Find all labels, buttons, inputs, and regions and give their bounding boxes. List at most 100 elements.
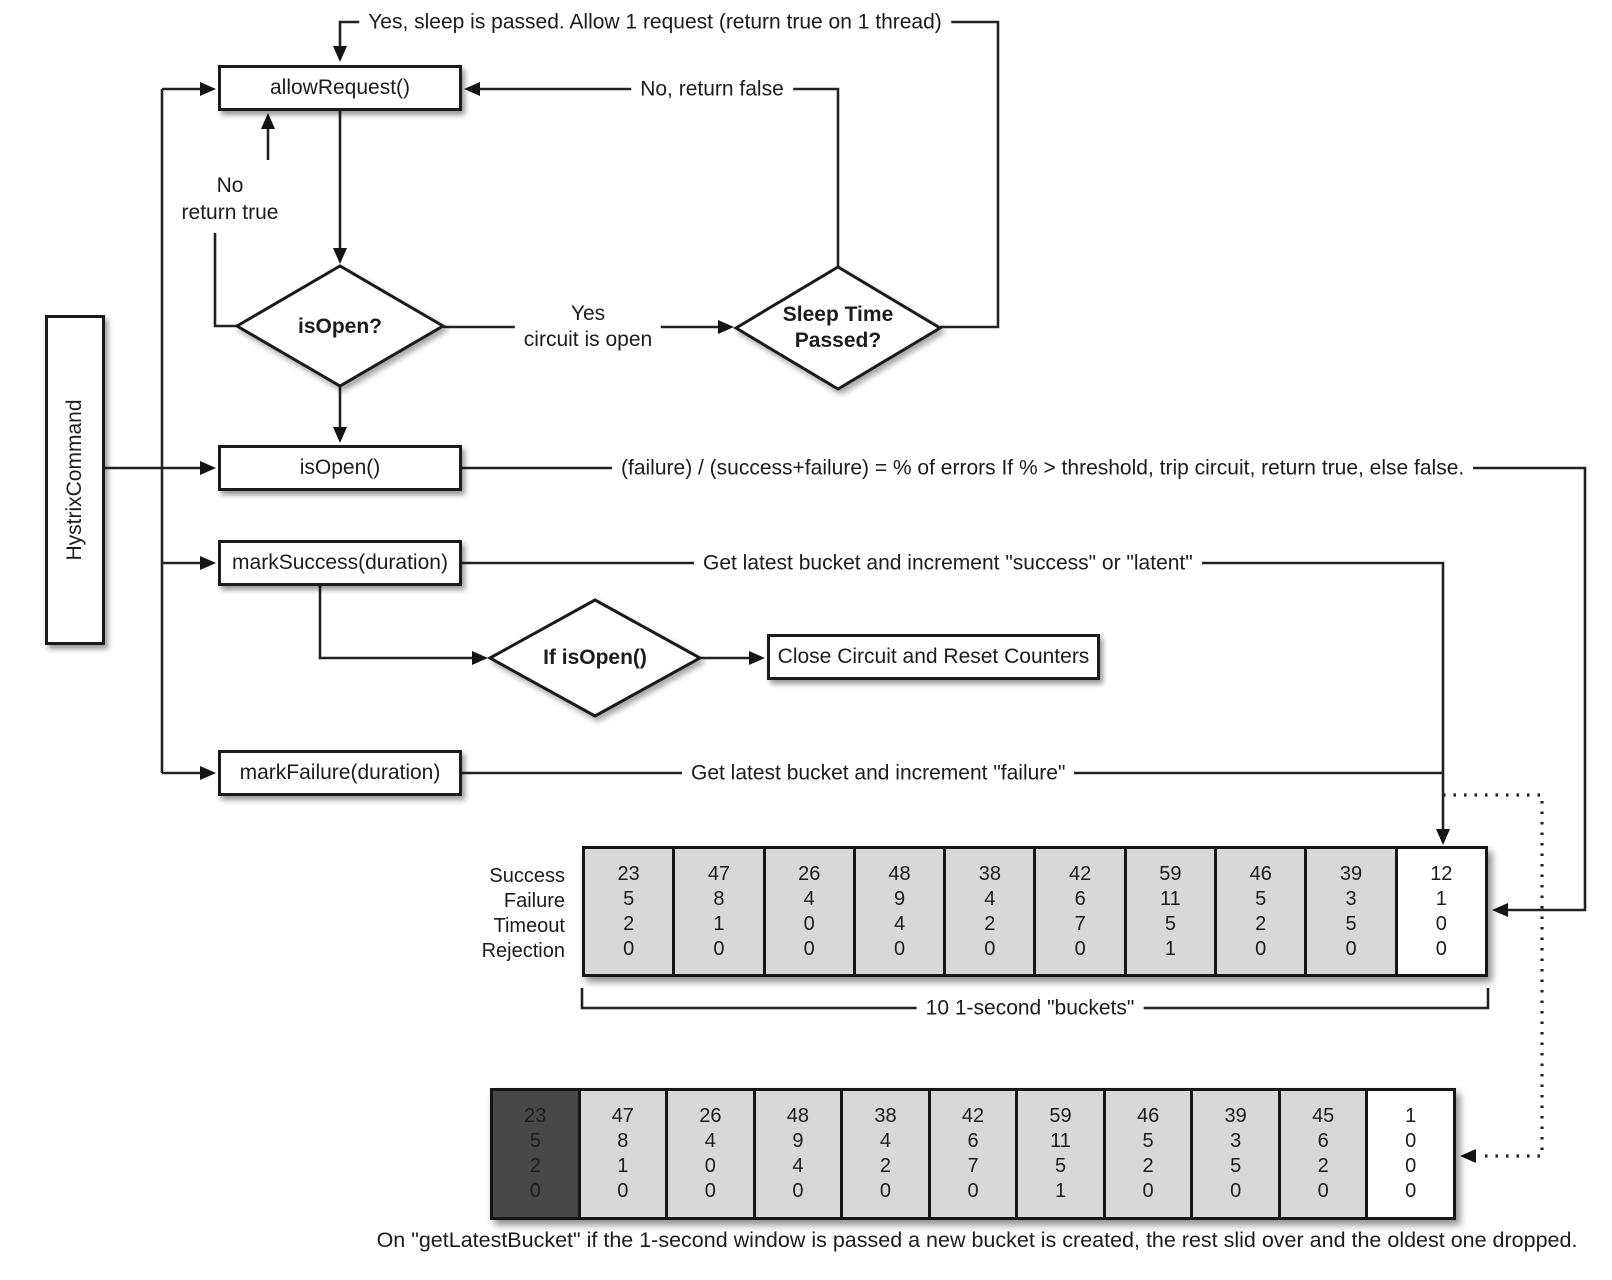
bucket-value: 9 bbox=[792, 1130, 804, 1152]
arrow-into-isopen-fn bbox=[200, 461, 216, 475]
bucket-value: 0 bbox=[1345, 937, 1357, 960]
bucket-value: 2 bbox=[623, 912, 635, 935]
bucket-value: 11 bbox=[1050, 1130, 1071, 1152]
arrow-into-latest-bucket bbox=[1436, 829, 1450, 845]
bucket-value: 45 bbox=[1312, 1105, 1335, 1127]
bucket-value: 5 bbox=[1142, 1130, 1154, 1152]
bucket-value: 2 bbox=[529, 1155, 541, 1177]
bucket-value: 5 bbox=[623, 887, 635, 910]
bucket-value: 1 bbox=[1405, 1105, 1417, 1127]
mark-success-box: markSuccess(duration) bbox=[218, 540, 462, 586]
bucket-value: 39 bbox=[1339, 862, 1363, 885]
bucket-value: 0 bbox=[893, 937, 906, 960]
arrow-return-true-up bbox=[261, 113, 275, 129]
bucket-value: 4 bbox=[984, 887, 996, 910]
bucket-cell: 23 5 2 0 bbox=[493, 1091, 578, 1217]
arrow-into-close-circuit bbox=[749, 651, 765, 665]
bucket-value: 5 bbox=[529, 1130, 541, 1152]
mark-failure-label: markFailure(duration) bbox=[239, 761, 441, 784]
bucket-value: 0 bbox=[1255, 937, 1267, 960]
arrow-into-allowrequest-top bbox=[333, 46, 347, 62]
bucket-value: 5 bbox=[1230, 1155, 1242, 1177]
mark-success-note: Get latest bucket and increment "success… bbox=[694, 547, 1202, 579]
metric-row-label: Rejection bbox=[481, 940, 565, 962]
allow-request-box: allowRequest() bbox=[218, 65, 462, 111]
bucket-value: 38 bbox=[874, 1105, 897, 1127]
bucket-value: 4 bbox=[792, 1155, 804, 1177]
bucket-value: 0 bbox=[1405, 1155, 1417, 1177]
bucket-value: 59 bbox=[1049, 1105, 1072, 1127]
bucket-value: 0 bbox=[623, 937, 635, 960]
arrow-into-markfailure bbox=[200, 766, 216, 780]
metric-row-label: Success bbox=[489, 865, 565, 887]
arrow-feedback-into-window bbox=[1492, 903, 1508, 917]
bucket-value: 42 bbox=[1069, 862, 1092, 885]
bucket-value: 3 bbox=[1345, 887, 1357, 910]
sleep-yes-label: Yes, sleep is passed. Allow 1 request (r… bbox=[359, 6, 951, 38]
arrow-into-sleep-decision bbox=[718, 320, 734, 334]
bucket-value: 6 bbox=[967, 1130, 979, 1152]
bucket-value: 0 bbox=[1142, 1180, 1154, 1202]
arrow-dotted-into-new-bucket bbox=[1460, 1149, 1476, 1163]
isopen-decision-diamond bbox=[234, 264, 446, 388]
bucket-value: 46 bbox=[1136, 1105, 1160, 1127]
bucket-value: 0 bbox=[803, 912, 815, 935]
isopen-fn-note: (failure) / (success+failure) = % of err… bbox=[612, 452, 1474, 484]
bucket-value: 8 bbox=[617, 1130, 629, 1152]
isopen-no-label: No return true bbox=[181, 174, 279, 224]
isopen-yes-label: Yes circuit is open bbox=[514, 298, 662, 356]
bucket-cell: 1 0 0 0 bbox=[1365, 1091, 1454, 1217]
bucket-value: 48 bbox=[786, 1105, 810, 1127]
arrow-into-isopen-fn-top bbox=[333, 427, 347, 443]
bucket-value: 23 bbox=[524, 1105, 547, 1127]
mark-failure-box: markFailure(duration) bbox=[218, 750, 462, 796]
bucket-value: 0 bbox=[1435, 937, 1447, 960]
hystrix-command-box: HystrixCommand bbox=[45, 315, 105, 645]
metric-row-label: Timeout bbox=[493, 915, 565, 937]
arrow-into-marksuccess bbox=[200, 556, 216, 570]
isopen-decision-label: isOpen? bbox=[297, 315, 383, 338]
bucket-value: 0 bbox=[1405, 1130, 1417, 1152]
bucket-value: 6 bbox=[1317, 1130, 1329, 1152]
diagram-caption: On "getLatestBucket" if the 1-second win… bbox=[376, 1228, 1578, 1252]
bucket-value: 4 bbox=[803, 887, 815, 910]
bucket-value: 1 bbox=[1435, 887, 1447, 910]
bucket-value: 0 bbox=[1405, 1180, 1417, 1202]
bucket-value: 8 bbox=[713, 887, 725, 910]
metric-row-label: Failure bbox=[503, 890, 565, 912]
bucket-value: 0 bbox=[529, 1180, 541, 1202]
mark-failure-note: Get latest bucket and increment "failure… bbox=[682, 757, 1075, 789]
bucket-value: 12 bbox=[1430, 862, 1453, 885]
bucket-value: 47 bbox=[707, 862, 731, 885]
bucket-value: 0 bbox=[1074, 937, 1086, 960]
close-circuit-label: Close Circuit and Reset Counters bbox=[777, 645, 1090, 668]
bucket-value: 2 bbox=[1255, 912, 1267, 935]
mark-success-label: markSuccess(duration) bbox=[232, 551, 448, 574]
hystrix-command-label: HystrixCommand bbox=[63, 399, 86, 561]
bucket-value: 46 bbox=[1249, 862, 1272, 885]
bucket-value: 2 bbox=[879, 1155, 892, 1177]
if-isopen-diamond bbox=[486, 598, 704, 718]
bucket-value: 0 bbox=[713, 937, 725, 960]
bucket-value: 38 bbox=[978, 862, 1001, 885]
bucket-value: 0 bbox=[803, 937, 815, 960]
bucket-window-bracket-label: 10 1-second "buckets" bbox=[916, 992, 1144, 1024]
sleep-time-diamond bbox=[733, 265, 943, 391]
